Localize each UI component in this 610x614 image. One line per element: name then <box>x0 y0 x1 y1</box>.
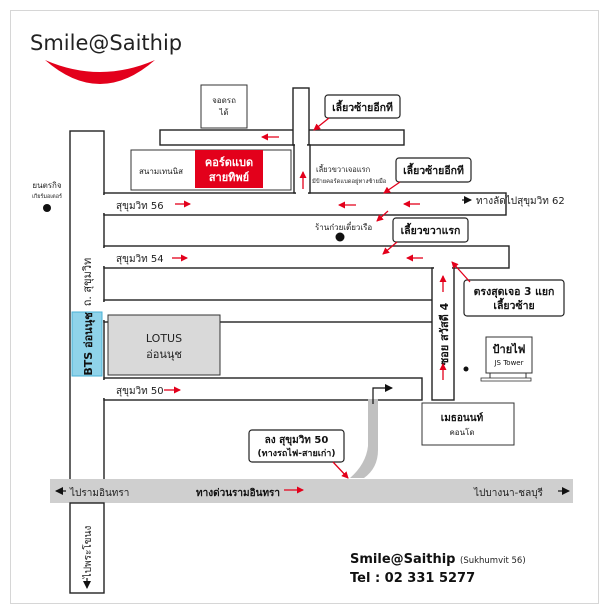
svg-text:เลี้ยวขวาแรก: เลี้ยวขวาแรก <box>401 222 461 237</box>
bts-label: BTS อ่อนนุช <box>82 312 96 376</box>
yontrakit-label: ยนตรกิจ <box>32 181 61 190</box>
noodle-shop-label: ร้านก๋วยเตี๋ยวเรือ <box>315 221 372 232</box>
car-park-label-1: จอดรถ <box>212 96 236 105</box>
road-court-link <box>293 144 311 194</box>
condo-block <box>421 402 515 446</box>
js-tower-marker <box>463 366 469 372</box>
condo-name: เมธอนนท์ <box>441 412 484 424</box>
car-park-label-2: ได้ <box>218 108 228 117</box>
label-soi-sawasdee-4: ซอย สวัสดี 4 <box>438 302 451 365</box>
brand-logo-text: Smile@Saithip <box>30 31 182 55</box>
svg-text:ตรงสุดเจอ 3 แยก: ตรงสุดเจอ 3 แยก <box>474 286 555 299</box>
callout-turn-right-first: เลี้ยวขวาแรก <box>382 217 469 255</box>
road-sukhumvit-main <box>69 130 105 483</box>
callout-turn-left-again-1: เลี้ยวซ้ายอีกที <box>313 94 401 131</box>
bts-onnut-station <box>71 311 103 377</box>
js-tower-sign <box>485 336 533 374</box>
svg-text:เลี้ยวซ้ายอีกที: เลี้ยวซ้ายอีกที <box>403 162 464 177</box>
car-park-box <box>200 84 248 129</box>
yontrakit-marker <box>43 204 51 212</box>
label-expressway: ทางด่วนรามอินทรา <box>196 487 280 499</box>
lotus-label-th: อ่อนนุช <box>146 348 182 361</box>
court-name-line1: คอร์ดแบด <box>205 156 253 169</box>
label-to-phrakhanong: ไปพระโขนง <box>81 526 94 580</box>
lotus-building <box>107 314 221 376</box>
footer-location: (Sukhumvit 56) <box>460 556 526 566</box>
exit-ramp-soi50 <box>350 399 378 478</box>
label-soi50: สุขุมวิท 50 <box>116 386 164 397</box>
label-to-raminthra: ไปรามอินทรา <box>69 487 129 499</box>
js-sign-th: ป้ายไฟ <box>493 342 526 356</box>
callout-exit-soi50: ลง สุขุมวิท 50 (ทางรถไฟ-สายเก่า) <box>248 429 349 479</box>
tennis-court-label: สนามเทนนิส <box>139 167 183 176</box>
label-sukhumvit-main: ถ. สุขุมวิท <box>81 258 94 307</box>
svg-text:(ทางรถไฟ-สายเก่า): (ทางรถไฟ-สายเก่า) <box>258 447 336 459</box>
svg-text:ลง สุขุมวิท 50: ลง สุขุมวิท 50 <box>265 434 329 446</box>
court-highlight <box>195 150 263 188</box>
expressway-band <box>50 479 573 503</box>
svg-text:เลี้ยวซ้ายอีกที: เลี้ยวซ้ายอีกที <box>332 99 393 114</box>
label-shortcut-62: ทางลัดไปสุขุมวิท 62 <box>476 195 565 207</box>
js-sign-en: JS Tower <box>493 359 523 367</box>
svg-text:เลี้ยวซ้าย: เลี้ยวซ้าย <box>493 297 534 312</box>
label-soi56: สุขุมวิท 56 <box>116 201 164 212</box>
road-upper <box>159 129 405 146</box>
noodle-shop-marker <box>335 232 345 242</box>
condo-sub: คอนโด <box>449 427 474 437</box>
footer-phone: Tel : 02 331 5277 <box>350 571 475 586</box>
tennis-sign-2: มีป้ายคอร์ดแบดอยู่ทางซ้ายมือ <box>312 177 386 185</box>
tennis-sign-1: เลี้ยวขวาเจอแรก <box>316 164 370 174</box>
court-name-line2: สายทิพย์ <box>209 171 249 184</box>
arrow-exit-turn <box>372 384 393 404</box>
label-to-bangna: ไปบางนา-ชลบุรี <box>473 487 544 499</box>
smile-logo-icon <box>45 60 155 84</box>
lotus-label-en: LOTUS <box>146 332 182 345</box>
callout-end-t-junction: ตรงสุดเจอ 3 แยก เลี้ยวซ้าย <box>451 261 565 317</box>
footer-name: Smile@Saithip <box>350 552 455 567</box>
callout-turn-left-again-2: เลี้ยวซ้ายอีกที <box>383 157 472 194</box>
yontrakit-sub: เกียร์มอเตอร์ <box>32 193 62 200</box>
road-carpark-access <box>292 87 310 146</box>
label-soi54: สุขุมวิท 54 <box>116 254 164 265</box>
